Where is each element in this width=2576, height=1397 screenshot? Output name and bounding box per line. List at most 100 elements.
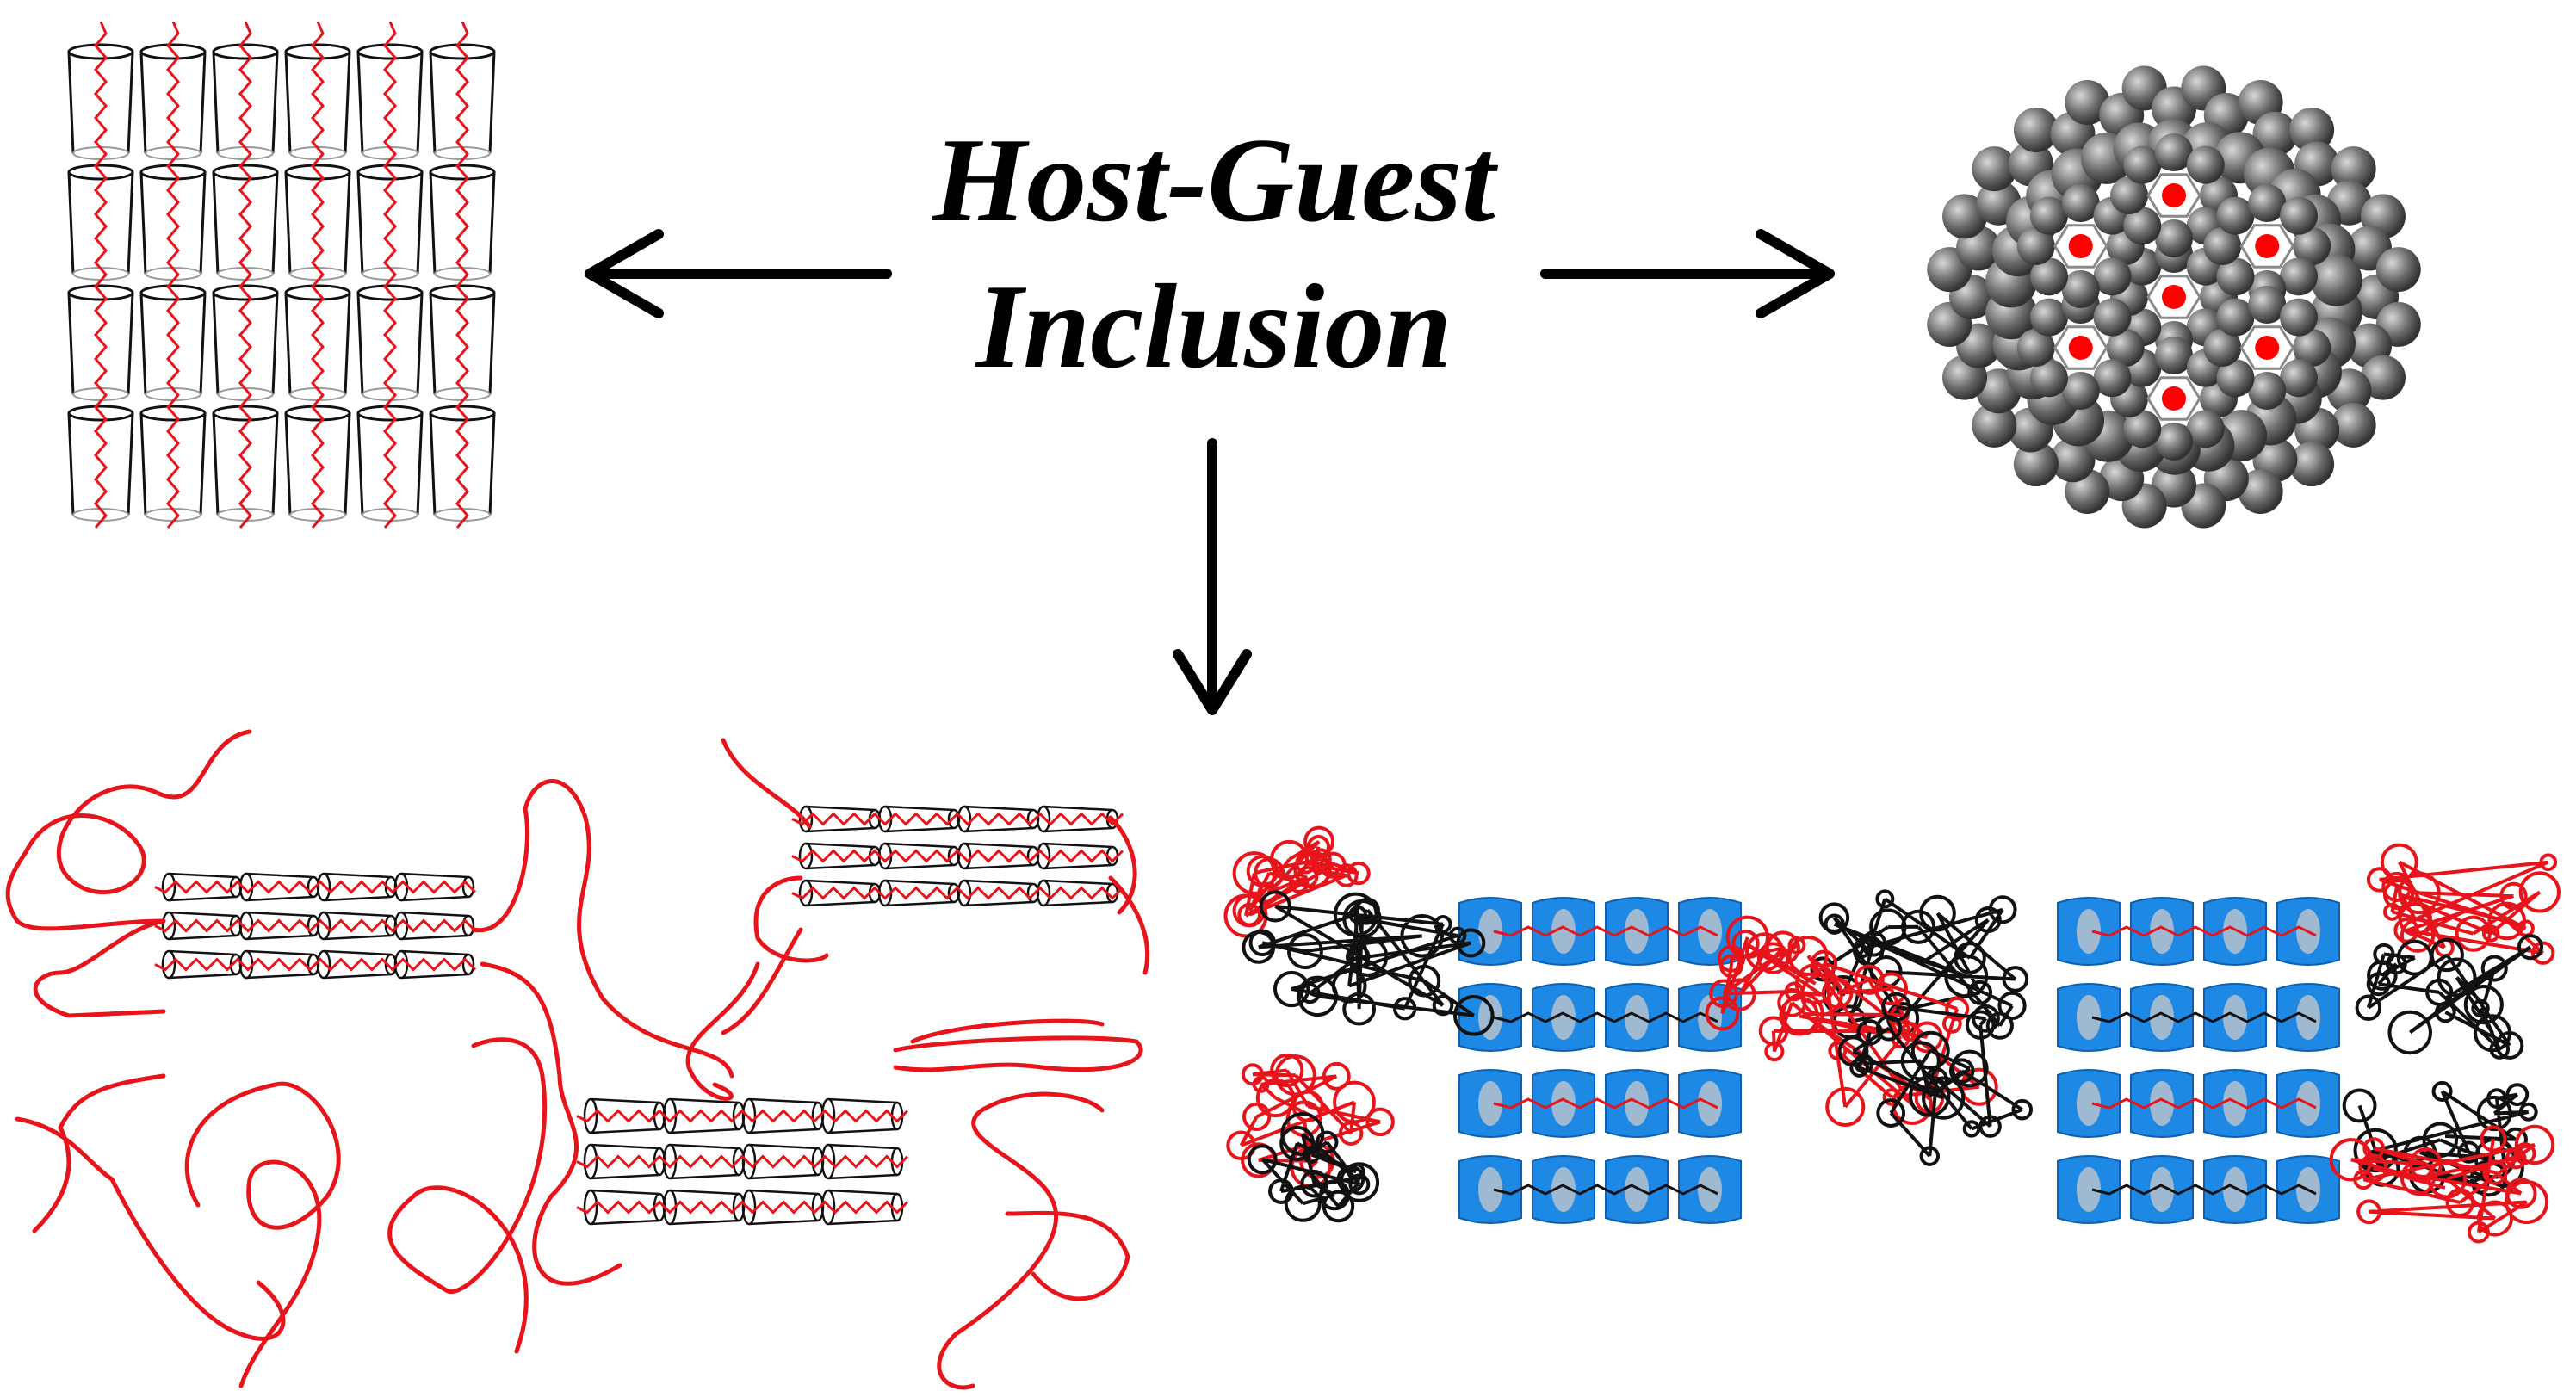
cd-ring-rim [284,284,351,301]
cd-ring-side [284,412,351,516]
cd-ring-side [429,171,496,275]
guest-chain [2091,1184,2317,1196]
cd-ring-side [590,1189,660,1226]
atom [2203,227,2242,265]
cd-cavity [2223,909,2247,954]
cd-cavity [1478,995,1502,1040]
atom [2029,359,2068,398]
cd-cavity [2077,909,2101,954]
free-polymer-coil [15,1116,286,1341]
cd-cavity [1625,1081,1649,1126]
channel-top-view-panel [1927,65,2421,529]
polymer-coil [1242,890,1495,1036]
cd-ring-rim [161,872,176,902]
partial-inclusion-panel [5,729,1150,1390]
atom [2016,227,2055,265]
cd-ring-side [212,412,279,516]
guest-chain-end [2162,386,2186,411]
cd-ring-side [139,412,207,516]
atom [2280,257,2319,296]
cd-ic-cluster [791,805,1124,907]
title-line-1: Host-Guest [932,114,1495,247]
cd-cavity [2150,1081,2174,1126]
cd-column [212,22,279,529]
cd-ring-side [805,879,876,907]
atom [2203,329,2242,367]
atom [2289,107,2335,152]
cd-ring-side [963,805,1034,833]
cd-ring-rim [583,1189,598,1226]
guest-chain-end [2068,234,2093,258]
cd-ring-rim [356,164,424,181]
cd-ring-side [827,1097,898,1134]
atom [2061,270,2100,308]
guest-chain [1493,1184,1718,1196]
cd-cavity [1551,909,1576,954]
cd-ring-rim [957,805,972,833]
cd-cavity [2223,1081,2247,1126]
cd-ring-side [323,949,392,980]
atom [2248,286,2287,324]
cd-column [429,22,496,529]
cd-cavity [1551,1167,1576,1212]
cd-cavity [2077,1081,2101,1126]
atom [2248,372,2287,410]
blue-cd-cluster [1458,897,1742,1224]
guest-chain [576,1109,909,1123]
cd-ring-side [590,1143,660,1180]
atom [2293,227,2331,265]
atom [2029,298,2068,337]
cd-ring-side [805,805,876,833]
cd-ring-side [168,911,237,941]
atom [2289,442,2335,487]
cd-ring-rim [67,164,134,181]
cd-ring-side [669,1097,740,1134]
atom [2093,298,2132,337]
cd-ring-side [356,171,424,275]
cd-ring-rim [212,405,279,422]
polymer-coil [1223,825,1371,938]
cd-ring-side [884,842,955,870]
guest-chain-end [2162,285,2186,309]
atom [2061,184,2100,222]
atom [2013,107,2059,152]
channel-ic-array-panel [67,22,496,529]
cd-ring-side [284,51,351,154]
cd-ring-side [212,51,279,154]
atom [2155,133,2193,171]
cd-ring-rim [820,1143,836,1180]
guest-chain [455,22,469,529]
cd-ring-rim [356,284,424,301]
guest-chain [166,22,180,529]
arrow-down [1173,438,1252,715]
cd-ring-side [429,51,496,154]
cd-ring-side [67,412,134,516]
cd-column [356,22,424,529]
free-polymer-coil [480,961,622,1286]
guest-chain-end [2255,234,2280,258]
cd-ring-rim [741,1097,757,1134]
atom [2238,468,2283,514]
atom [2216,196,2255,235]
atom [2216,257,2255,296]
free-polymer-coil [685,927,803,1101]
cd-ring-rim [461,914,475,937]
cd-ring-side [748,1143,819,1180]
cd-ring-rim [67,43,134,60]
cd-ring-side [323,872,392,902]
atom [2293,329,2331,367]
cd-ring-rim [798,805,814,833]
free-polymer-coil [1005,1210,1130,1301]
cd-ring-side [805,842,876,870]
cd-ring-side [212,292,279,395]
cd-ring-rim [356,405,424,422]
cd-ring-side [67,292,134,395]
free-polymer-coil [1108,815,1150,975]
guest-chain [1493,925,1718,937]
polymer-coil [2366,843,2561,965]
cd-ring-rim [798,879,814,907]
atom [2360,355,2406,400]
cd-ring-side [168,949,237,980]
cd-ring-side [748,1189,819,1226]
cd-ring-side [1043,842,1113,870]
